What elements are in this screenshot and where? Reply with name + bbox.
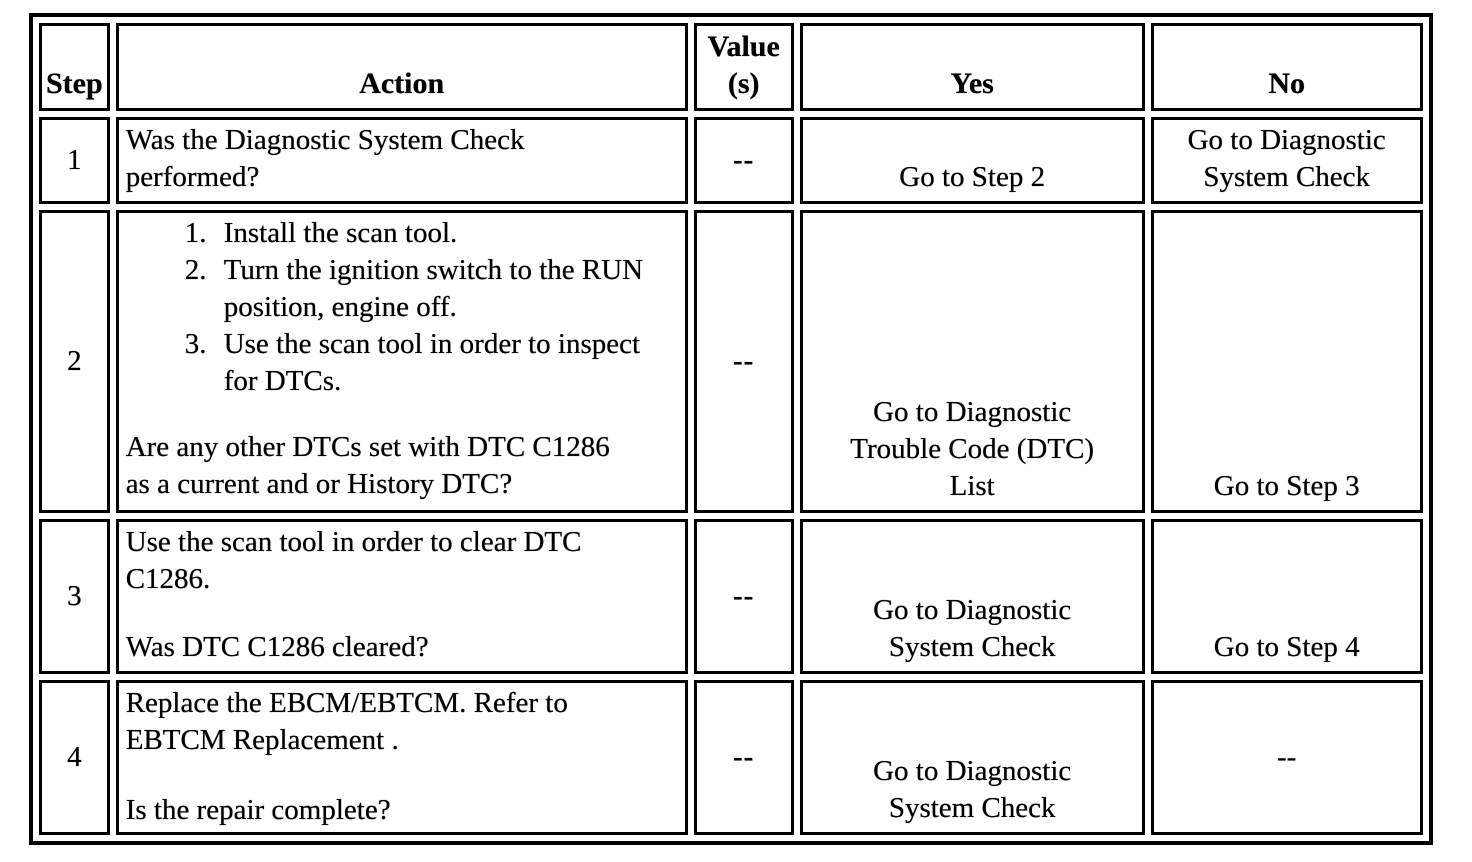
value-cell: -- xyxy=(693,117,794,204)
action-cell: Was the Diagnostic System Check performe… xyxy=(115,117,688,204)
action-text: Use the scan tool in order to clear DTC … xyxy=(125,526,582,595)
no-text: -- xyxy=(1277,741,1297,773)
yes-cell: Go to Diagnostic System Check xyxy=(799,680,1145,835)
action-step-item: Install the scan tool. xyxy=(214,215,681,252)
yes-text: Go to Diagnostic System Check xyxy=(873,755,1072,824)
step-cell: 2 xyxy=(39,210,110,513)
yes-text: Go to Diagnostic System Check xyxy=(873,594,1072,663)
action-text: Replace the EBCM/EBTCM. Refer to EBTCM R… xyxy=(125,687,568,756)
action-cell: Replace the EBCM/EBTCM. Refer to EBTCM R… xyxy=(115,680,688,835)
step-cell: 3 xyxy=(39,519,110,674)
action-question: Are any other DTCs set with DTC C1286 as… xyxy=(125,431,610,500)
dtc-diagnostic-table: Step Action Value (s) Yes No 1 Was the D… xyxy=(29,13,1433,845)
header-action: Action xyxy=(115,23,688,111)
step-cell: 4 xyxy=(39,680,110,835)
no-cell: Go to Diagnostic System Check xyxy=(1150,117,1423,204)
yes-text: Go to Step 2 xyxy=(899,161,1046,193)
table-row: 2 Install the scan tool. Turn the igniti… xyxy=(39,210,1423,513)
action-cell: Use the scan tool in order to clear DTC … xyxy=(115,519,688,674)
action-step-item: Turn the ignition switch to the RUN posi… xyxy=(214,252,681,326)
no-cell: Go to Step 4 xyxy=(1150,519,1423,674)
action-cell: Install the scan tool. Turn the ignition… xyxy=(115,210,688,513)
value-cell: -- xyxy=(693,519,794,674)
action-text: Was the Diagnostic System Check performe… xyxy=(125,124,525,193)
action-step-item: Use the scan tool in order to inspect fo… xyxy=(214,326,681,400)
header-yes: Yes xyxy=(799,23,1145,111)
header-values: Value (s) xyxy=(693,23,794,111)
yes-text: Go to Diagnostic Trouble Code (DTC) List xyxy=(850,396,1095,502)
header-no: No xyxy=(1150,23,1423,111)
table-header-row: Step Action Value (s) Yes No xyxy=(39,23,1423,111)
table-row: 4 Replace the EBCM/EBTCM. Refer to EBTCM… xyxy=(39,680,1423,835)
value-cell: -- xyxy=(693,680,794,835)
table-row: 1 Was the Diagnostic System Check perfor… xyxy=(39,117,1423,204)
table-row: 3 Use the scan tool in order to clear DT… xyxy=(39,519,1423,674)
step-cell: 1 xyxy=(39,117,110,204)
no-text: Go to Step 3 xyxy=(1213,470,1360,502)
yes-cell: Go to Diagnostic System Check xyxy=(799,519,1145,674)
value-cell: -- xyxy=(693,210,794,513)
header-step: Step xyxy=(39,23,110,111)
action-steps-list: Install the scan tool. Turn the ignition… xyxy=(126,215,681,400)
no-text: Go to Diagnostic System Check xyxy=(1187,124,1386,193)
action-question: Is the repair complete? xyxy=(125,794,391,826)
action-question: Was DTC C1286 cleared? xyxy=(125,631,429,663)
no-cell: -- xyxy=(1150,680,1423,835)
yes-cell: Go to Step 2 xyxy=(799,117,1145,204)
no-cell: Go to Step 3 xyxy=(1150,210,1423,513)
no-text: Go to Step 4 xyxy=(1213,631,1360,663)
yes-cell: Go to Diagnostic Trouble Code (DTC) List xyxy=(799,210,1145,513)
